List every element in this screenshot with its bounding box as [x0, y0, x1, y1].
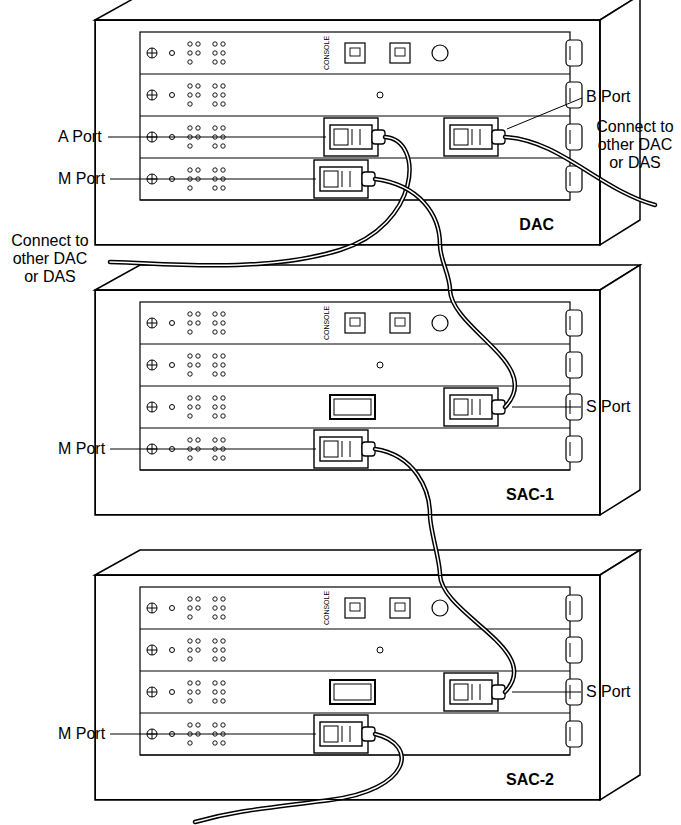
cable-core	[430, 515, 440, 575]
port-label: M Port	[58, 170, 105, 188]
panel-label: CONSOLE	[323, 591, 331, 625]
m-port-plug	[314, 160, 375, 198]
sac2-chassis	[95, 550, 640, 800]
port-label: A Port	[58, 128, 102, 146]
cable-note: Connect to other DAC or DAS	[594, 118, 676, 172]
dac-chassis	[95, 0, 640, 245]
s-port-plug	[444, 388, 505, 426]
port-label: B Port	[586, 88, 630, 106]
cable-outline	[430, 515, 440, 575]
panel-label: CONSOLE	[323, 306, 331, 340]
empty-slot	[330, 395, 375, 419]
cable-note: Connect to other DAC or DAS	[8, 232, 92, 286]
port-label: S Port	[586, 398, 630, 416]
sac1-chassis	[95, 265, 640, 515]
leader-lines	[108, 98, 582, 734]
port-label: S Port	[586, 683, 630, 701]
fiber-cable	[440, 245, 450, 290]
b-port-plug	[444, 118, 505, 156]
chassis-name: SAC-2	[506, 771, 554, 789]
chassis-name: SAC-1	[506, 486, 554, 504]
m-port-plug	[314, 715, 375, 753]
m-port-plug	[314, 430, 375, 468]
fiber-cables	[110, 137, 655, 822]
chassis-box: SAC-2	[95, 575, 600, 800]
chassis-box: DAC	[95, 20, 600, 245]
empty-slot	[330, 680, 375, 704]
panel-label: CONSOLE	[323, 36, 331, 70]
port-label: M Port	[58, 440, 105, 458]
fiber-cable	[430, 515, 440, 575]
s-port-plug	[444, 673, 505, 711]
cable-outline	[440, 245, 450, 290]
port-label: M Port	[58, 725, 105, 743]
cable-core	[440, 245, 450, 290]
a-port-plug	[324, 118, 385, 156]
chassis-name: DAC	[519, 216, 554, 234]
chassis-box: SAC-1	[95, 290, 600, 515]
